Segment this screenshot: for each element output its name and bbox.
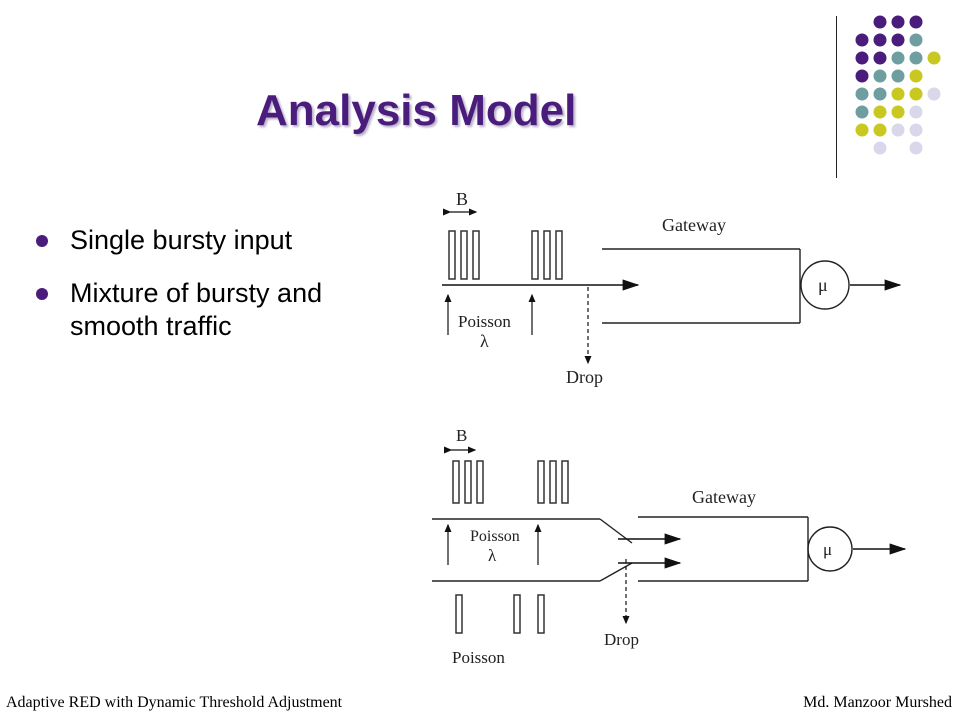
decorative-divider xyxy=(836,16,837,178)
decorative-dot xyxy=(873,33,887,47)
decorative-dot xyxy=(873,105,887,119)
decorative-dot xyxy=(891,51,905,65)
server-node xyxy=(800,260,850,310)
slide-title: Analysis Model xyxy=(256,86,577,135)
decorative-dot xyxy=(909,15,923,29)
decorative-dot xyxy=(855,123,869,137)
service-rate-symbol: μ xyxy=(818,275,828,295)
decorative-dot xyxy=(873,15,887,29)
decorative-dot xyxy=(891,15,905,29)
burst-size-label: B xyxy=(456,426,467,445)
decorative-dot xyxy=(909,87,923,101)
decorative-dot xyxy=(873,69,887,83)
channel-merge-bottom xyxy=(599,562,633,582)
decorative-dot-grid xyxy=(855,15,941,155)
decorative-dot xyxy=(927,87,941,101)
gateway-label: Gateway xyxy=(692,487,756,507)
footer-presentation-title: Adaptive RED with Dynamic Threshold Adju… xyxy=(6,694,343,711)
decorative-dot xyxy=(909,33,923,47)
bullet-icon xyxy=(36,235,48,247)
arrival-process-label: Poisson xyxy=(470,528,520,545)
bullet-list: Single bursty input Mixture of bursty an… xyxy=(34,224,414,363)
decorative-dot xyxy=(891,105,905,119)
decorative-dot xyxy=(909,51,923,65)
smooth-packets xyxy=(455,594,545,634)
drop-label: Drop xyxy=(604,630,639,649)
bottom-queue-diagram: B Poisson λ Gateway μ Drop Poisson xyxy=(432,426,907,667)
smooth-traffic-label: Poisson xyxy=(452,648,505,667)
decorative-dot xyxy=(855,51,869,65)
arrival-rate-symbol: λ xyxy=(488,546,497,565)
server-node xyxy=(807,526,853,572)
decorative-dot xyxy=(927,51,941,65)
decorative-dot xyxy=(891,33,905,47)
top-queue-diagram: B Poisson λ Gateway Drop μ xyxy=(442,189,902,387)
arrival-process-label: Poisson xyxy=(458,312,511,331)
decorative-dot xyxy=(891,87,905,101)
service-rate-symbol: μ xyxy=(823,540,832,559)
decorative-dot xyxy=(855,33,869,47)
gateway-label: Gateway xyxy=(662,215,726,235)
bullet-icon xyxy=(36,288,48,300)
decorative-dot xyxy=(873,141,887,155)
footer-author: Md. Manzoor Murshed xyxy=(803,694,952,711)
bullet-text: Single bursty input xyxy=(70,225,293,255)
drop-label: Drop xyxy=(566,367,603,387)
bullet-text: Mixture of bursty and smooth traffic xyxy=(70,278,323,341)
burst-size-label: B xyxy=(456,189,468,209)
decorative-dot xyxy=(909,141,923,155)
decorative-dot xyxy=(855,69,869,83)
decorative-dot xyxy=(891,69,905,83)
decorative-dot xyxy=(873,87,887,101)
decorative-dot xyxy=(855,87,869,101)
decorative-dot xyxy=(909,105,923,119)
decorative-dot xyxy=(909,123,923,137)
decorative-dot xyxy=(873,51,887,65)
bullet-item: Single bursty input xyxy=(34,224,414,257)
bullet-item: Mixture of bursty and smooth traffic xyxy=(34,277,414,343)
burst-packets xyxy=(452,460,569,504)
decorative-dot xyxy=(909,69,923,83)
decorative-dot xyxy=(873,123,887,137)
burst-packets xyxy=(448,230,563,280)
arrival-rate-symbol: λ xyxy=(480,331,489,351)
decorative-dot xyxy=(891,123,905,137)
decorative-dot xyxy=(855,105,869,119)
